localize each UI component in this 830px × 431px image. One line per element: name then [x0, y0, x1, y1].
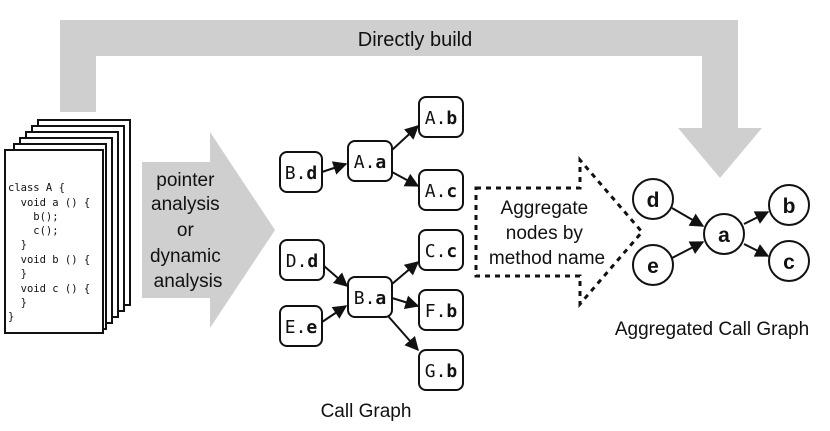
code-line: }: [8, 239, 27, 251]
aggregate-label-line: Aggregate: [501, 198, 589, 219]
svg-text:A.b: A.b: [425, 108, 458, 129]
edge-e-a: [671, 241, 705, 259]
code-line: void a () {: [8, 197, 90, 209]
node-b-a: B.a: [347, 276, 393, 318]
edge-dd-ba: [323, 265, 349, 287]
source-code-page: [4, 149, 104, 334]
node-f-b: F.b: [418, 289, 464, 331]
code-line: }: [8, 268, 27, 280]
directly-build-label: Directly build: [358, 29, 472, 51]
node-a-a: A.a: [347, 140, 393, 182]
node-method: d: [307, 251, 318, 272]
analysis-label-line: analysis: [154, 271, 223, 292]
node-method: b: [446, 361, 457, 382]
node-a-b: A.b: [418, 96, 464, 138]
edge-ee-ba: [321, 305, 348, 323]
node-prefix: G.: [425, 361, 447, 382]
node-method: b: [446, 108, 457, 129]
node-prefix: B.: [285, 163, 307, 184]
svg-text:A.a: A.a: [354, 152, 387, 173]
svg-text:D.d: D.d: [286, 251, 319, 272]
edge-aa-ab: [391, 125, 420, 151]
node-method: e: [306, 317, 317, 338]
node-prefix: F.: [425, 301, 447, 322]
source-code-stack: class A { void a () { b(); c(); } void b…: [0, 0, 134, 334]
node-method: a: [375, 152, 386, 173]
node-c-c: C.c: [418, 229, 464, 271]
agg-node-e: e: [632, 244, 674, 286]
edge-bd-aa: [321, 161, 348, 175]
svg-text:b: b: [783, 195, 796, 218]
agg-node-d: d: [632, 178, 674, 220]
analysis-label-line: pointer: [156, 170, 215, 191]
svg-text:C.c: C.c: [425, 241, 458, 262]
edge-ba-cc: [391, 261, 420, 285]
svg-text:B.d: B.d: [285, 163, 318, 184]
svg-text:pointer analysis or: pointer analysis or dynamic analysis: [150, 170, 226, 292]
node-method: a: [375, 288, 386, 309]
node-prefix: A.: [354, 152, 376, 173]
analysis-arrow: [142, 132, 275, 328]
node-method: c: [446, 241, 457, 262]
svg-text:E.e: E.e: [285, 317, 318, 338]
svg-text:G.b: G.b: [425, 361, 458, 382]
node-d-d: D.d: [279, 239, 325, 281]
svg-text:B.a: B.a: [354, 288, 387, 309]
edge-a-c: [743, 243, 770, 257]
edge-a-b: [743, 211, 770, 225]
node-prefix: D.: [286, 251, 308, 272]
call-graph-edges: [321, 125, 420, 352]
node-a-c: A.c: [418, 169, 464, 211]
node-g-b: G.b: [418, 349, 464, 391]
call-graph-label: Call Graph: [321, 401, 412, 422]
agg-node-a: a: [703, 213, 745, 255]
analysis-label-line: or: [177, 220, 195, 241]
edge-ba-gb: [387, 315, 419, 352]
aggregated-graph-label: Aggregated Call Graph: [615, 319, 809, 340]
svg-text:class A { void a () {: class A { void a () { b(); c(); } void b…: [0, 0, 134, 323]
code-line: void c () {: [8, 283, 90, 295]
node-prefix: C.: [425, 241, 447, 262]
aggregate-arrow: [474, 155, 644, 309]
node-method: c: [446, 181, 457, 202]
analysis-label-line: dynamic: [150, 246, 221, 267]
svg-text:e: e: [647, 255, 659, 278]
analysis-label-line: analysis: [151, 194, 220, 215]
node-method: d: [306, 163, 317, 184]
svg-text:d: d: [647, 189, 660, 212]
agg-node-b: b: [768, 184, 810, 226]
node-prefix: E.: [285, 317, 307, 338]
edge-ba-fb: [391, 295, 420, 309]
aggregate-label-line: nodes by: [506, 223, 584, 244]
node-b-d: B.d: [279, 151, 323, 193]
edge-d-a: [671, 207, 705, 227]
code-line: }: [8, 311, 14, 323]
aggregated-graph-edges: [671, 207, 770, 259]
code-line: void b () {: [8, 254, 90, 266]
edge-aa-ac: [391, 171, 420, 187]
code-line: b();: [8, 211, 59, 223]
svg-text:c: c: [783, 251, 795, 274]
aggregate-label-line: method name: [489, 248, 605, 269]
node-method: b: [446, 301, 457, 322]
directly-build-arrow: [60, 20, 762, 178]
svg-text:a: a: [718, 224, 730, 247]
code-line: }: [8, 297, 27, 309]
call-graph-nodes: B.d A.a A.b A.c D.d E.e B.a C.c: [279, 96, 464, 391]
svg-text:F.b: F.b: [425, 301, 458, 322]
svg-text:A.c: A.c: [425, 181, 458, 202]
node-prefix: A.: [425, 181, 447, 202]
node-e-e: E.e: [279, 305, 323, 347]
code-line: c();: [8, 225, 59, 237]
node-prefix: B.: [354, 288, 376, 309]
code-line: class A {: [8, 182, 65, 194]
aggregated-graph-nodes: d e a b c: [632, 178, 810, 286]
svg-text:Aggregate nodes by met: Aggregate nodes by method name: [489, 198, 605, 269]
agg-node-c: c: [768, 240, 810, 282]
node-prefix: A.: [425, 108, 447, 129]
